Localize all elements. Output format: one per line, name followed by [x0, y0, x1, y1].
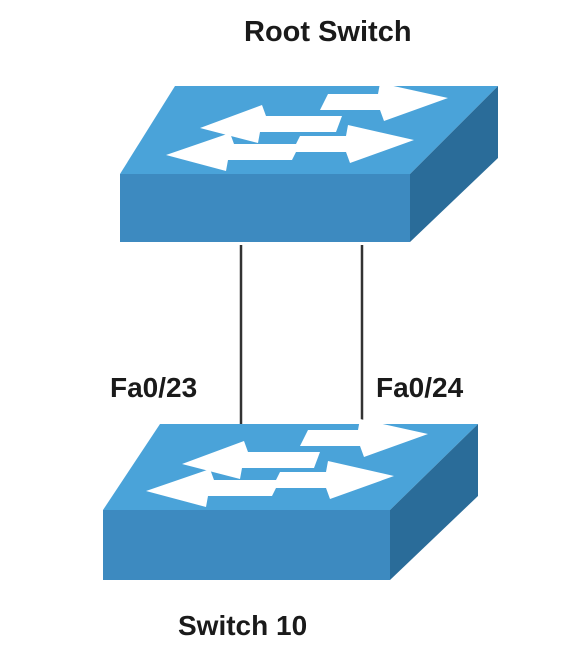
root-switch-label: Root Switch [244, 16, 412, 48]
port-label-fa0-24: Fa0/24 [376, 372, 464, 403]
switch-10-front [103, 510, 390, 580]
root-arrow-left-1 [200, 105, 342, 143]
root-arrow-right-2 [292, 125, 414, 163]
switch-10-label: Switch 10 [178, 610, 308, 641]
root-switch-side [410, 86, 498, 242]
sw10-arrow-right-1 [300, 419, 428, 457]
sw10-arrow-left-2 [146, 469, 280, 507]
root-switch-front [120, 174, 410, 242]
switch-10-icon [103, 419, 478, 580]
switch-10-arrows-icon [146, 419, 428, 507]
switch-10-side [390, 424, 478, 580]
sw10-arrow-left-1 [182, 441, 320, 479]
port-label-fa0-23: Fa0/23 [110, 372, 198, 403]
root-arrow-right-1 [320, 83, 448, 121]
root-switch-icon [120, 83, 498, 242]
root-arrow-left-2 [166, 133, 300, 171]
sw10-arrow-right-2 [272, 461, 394, 499]
root-switch-arrows-icon [166, 83, 448, 171]
